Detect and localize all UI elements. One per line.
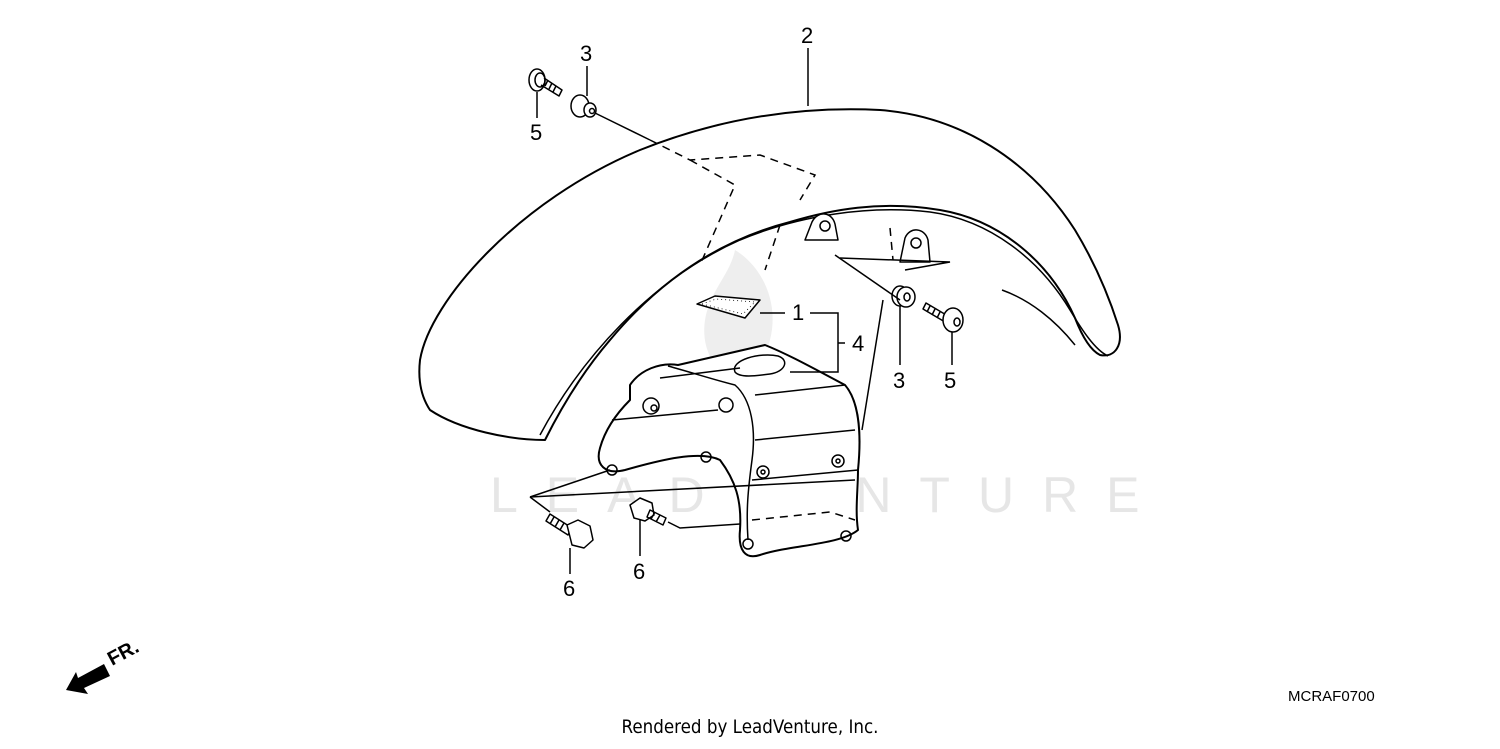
diagram-code: MCRAF0700 [1288, 688, 1375, 705]
flange-bolt-center[interactable] [629, 497, 667, 526]
callout-6-center: 6 [633, 559, 645, 584]
callout-3-upper: 3 [580, 41, 592, 66]
bolt-right[interactable] [922, 302, 964, 333]
callout-6-left: 6 [563, 576, 575, 601]
front-direction-label: FR. [104, 640, 143, 670]
front-direction-arrow-icon: FR. [66, 636, 143, 694]
render-credit: Rendered by LeadVenture, Inc. [621, 716, 879, 738]
callout-3-right: 3 [893, 368, 905, 393]
bolt-upper-left[interactable] [528, 68, 563, 97]
pad[interactable] [696, 295, 761, 319]
callout-2: 2 [801, 23, 813, 48]
front-fender[interactable] [418, 108, 1121, 441]
collar-upper-left[interactable] [570, 94, 597, 118]
callout-5-right: 5 [944, 368, 956, 393]
leader-lines [529, 48, 953, 574]
callout-1: 1 [792, 300, 804, 325]
front-direction-indicator: FR. [62, 636, 162, 704]
callout-4: 4 [852, 331, 864, 356]
callout-5-upper: 5 [530, 120, 542, 145]
callouts: 2 3 5 1 4 3 5 6 6 [530, 23, 956, 601]
flange-bolt-left[interactable] [545, 513, 594, 549]
fender-stay[interactable] [597, 344, 861, 558]
